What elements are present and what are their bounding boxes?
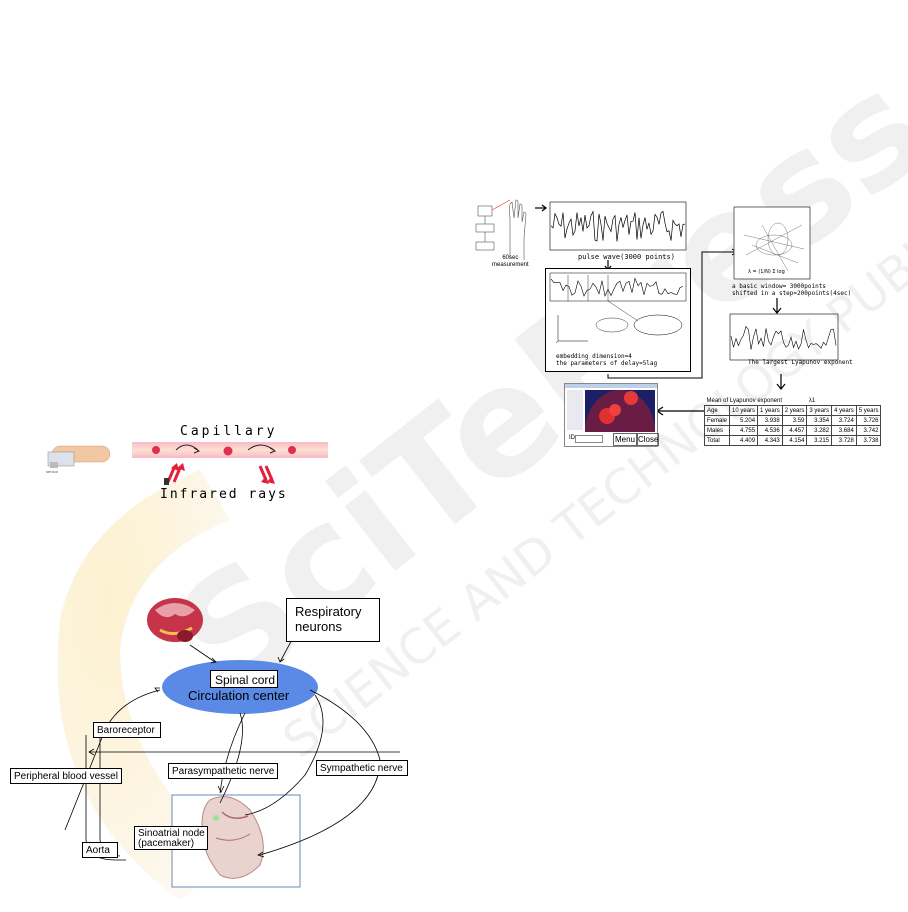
sympathetic-label: Sympathetic nerve [320,763,403,774]
embedding-caption: embedding dimension=4 the parameters of … [556,353,658,367]
circulation-center-label: Circulation center [188,688,290,703]
infrared-arrows-icon [164,463,275,485]
spinal-cord-label: Spinal cord [215,673,276,687]
embedding-panel: embedding dimension=4 the parameters of … [545,268,691,372]
down-arrow-icon [776,374,786,390]
baroreceptor-box: Baroreceptor [93,722,161,738]
baroreceptor-label: Baroreceptor [97,725,155,736]
sinoatrial-label: Sinoatrial node (pacemaker) [138,828,205,849]
svg-text:λ = (1/N) Σ log: λ = (1/N) Σ log [748,269,785,275]
measurement-device-illustration [475,199,527,260]
down-arrow-icon [772,298,782,314]
parasympathetic-box: Parasympathetic nerve [168,763,278,779]
lyapunov-table: Mean of Lyapunov exponent λ1 Age 10 year… [703,396,882,446]
table-row: Total 4.409 4.343 4.154 3.215 3.728 3.73… [703,435,882,446]
app-id-input[interactable] [575,435,603,443]
peripheral-vessel-box: Peripheral blood vessel [10,768,122,784]
pulse-wave-plot [549,201,687,251]
table-header-row: Age 10 years 1 years 2 years 3 years 4 y… [703,405,882,416]
app-result-plot [585,390,655,432]
app-menu-button[interactable]: Menu [613,433,637,446]
pulse-wave-caption: pulse wave(3000 points) [578,253,675,261]
window-caption: a basic window= 3000points shifted in a … [732,283,852,297]
embedding-plot [549,272,687,343]
spinal-cord-box: Spinal cord [210,670,278,688]
table-row: Males 4.755 4.536 4.457 3.282 3.684 3.74… [703,425,882,436]
table-lambda: λ1 [808,397,816,404]
app-window: ID Menu Close [564,383,659,447]
sinoatrial-box: Sinoatrial node (pacemaker) [134,826,208,850]
capillary-label: Capillary [180,424,278,439]
attractor-plot: λ = (1/N) Σ log [733,206,811,280]
respiratory-neurons-label: Respiratory neurons [295,604,362,634]
lyapunov-caption: The largest Lyapunov exponent [748,359,853,366]
app-titlebar [565,384,657,388]
aorta-box: Aorta [82,842,118,858]
table-row: Female 5.204 3.938 3.59 3.354 3.724 3.72… [703,415,882,426]
respiratory-neurons-box: Respiratory neurons [286,598,380,642]
app-close-button[interactable]: Close [637,433,659,446]
app-id-label: ID [569,435,575,441]
aorta-label: Aorta [86,845,110,856]
parasympathetic-label: Parasympathetic nerve [172,766,275,777]
sympathetic-box: Sympathetic nerve [316,760,408,776]
finger-sensor-illustration: sensor [46,445,111,474]
peripheral-vessel-label: Peripheral blood vessel [14,771,118,782]
lyapunov-plot [729,313,839,361]
brain-icon [147,598,203,642]
left-arrow-icon [656,406,704,416]
measurement-caption: 60sec measurement [492,255,529,268]
capillary-vessel [132,442,328,458]
infrared-label: Infrared rays [160,487,288,502]
app-sidebar [567,390,583,430]
svg-text:sensor: sensor [46,469,59,474]
table-title: Mean of Lyapunov exponent [706,397,783,404]
